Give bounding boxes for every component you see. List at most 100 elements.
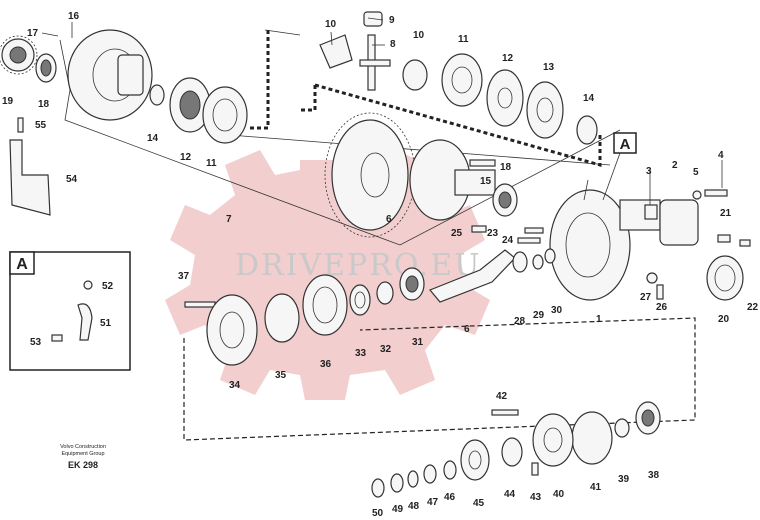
label-33: 33: [355, 348, 367, 359]
nipple-53: [51, 334, 63, 342]
label-8: 8: [390, 39, 396, 50]
bevel-gear-10-right: [402, 59, 428, 91]
ring-30: [544, 248, 556, 264]
label-24: 24: [502, 235, 514, 246]
hub-flange: [67, 29, 153, 121]
label-12-top: 12: [502, 53, 514, 64]
label-20: 20: [718, 314, 730, 325]
bolt-42: [491, 409, 519, 416]
bevel-gear-10-top: [319, 34, 353, 69]
label-10-right: 10: [413, 30, 425, 41]
label-44: 44: [504, 489, 516, 500]
bearing-31: [399, 267, 425, 301]
o-ring-35: [264, 293, 300, 343]
flange-40: [532, 413, 574, 467]
label-14-right: 14: [583, 93, 595, 104]
label-54: 54: [66, 174, 78, 185]
cover-34: [206, 294, 258, 366]
clutch-disc-12-top: [486, 69, 524, 127]
bracket-21: [717, 234, 731, 243]
label-37: 37: [178, 271, 190, 282]
label-45: 45: [473, 498, 485, 509]
ring-gear-20: [706, 255, 744, 301]
cap-52: [83, 280, 93, 290]
bearing-44: [501, 437, 523, 467]
callout-a: A: [602, 132, 637, 201]
fitting-25: [471, 225, 487, 233]
bearing-38: [635, 401, 661, 435]
leader-lines: [41, 17, 723, 205]
label-10-top: 10: [325, 19, 337, 30]
label-27: 27: [640, 292, 652, 303]
label-11-left: 11: [206, 158, 217, 169]
label-13: 13: [543, 62, 555, 73]
label-26: 26: [656, 302, 668, 313]
label-9: 9: [389, 15, 395, 26]
label-32: 32: [380, 344, 392, 355]
washer-5: [692, 190, 702, 200]
label-29: 29: [533, 310, 545, 321]
bearing-32: [376, 281, 394, 305]
label-23: 23: [487, 228, 499, 239]
dashed-frame-lower: [183, 317, 696, 441]
ring-39: [614, 418, 630, 438]
elbow-fitting-51: [77, 303, 93, 341]
yoke-2: [659, 199, 699, 246]
bearing-18-left: [35, 53, 57, 83]
label-18-right: 18: [500, 162, 512, 173]
label-49: 49: [392, 504, 404, 515]
label-38: 38: [648, 470, 660, 481]
dashed-link-upper: [250, 30, 270, 130]
bolt-43: [531, 462, 539, 476]
bearing-47: [423, 464, 437, 484]
bushing-3: [644, 204, 658, 220]
bracket-54: [9, 139, 51, 216]
label-52: 52: [102, 281, 114, 292]
shim-36: [302, 274, 348, 336]
diagram-code: EK 298: [67, 460, 99, 470]
bolt-15: [469, 159, 496, 167]
publisher-credit: Volvo Construction Equipment Group EK 29…: [38, 444, 128, 470]
bolt-37: [184, 301, 216, 308]
cross-pin-8: [359, 34, 391, 91]
clutch-pack-12: [169, 77, 211, 133]
bearing-28: [512, 251, 528, 273]
label-14-left: 14: [147, 133, 159, 144]
label-6-pinion: 6: [464, 324, 470, 335]
washer-48: [407, 470, 419, 488]
credit-line-1: Volvo Construction: [60, 444, 106, 450]
clutch-disc-13: [526, 81, 564, 139]
label-35: 35: [275, 370, 287, 381]
bearing-18-right: [492, 183, 518, 217]
label-7: 7: [226, 214, 232, 225]
callout-a-label: A: [620, 136, 631, 153]
detail-a-label: A: [16, 256, 28, 273]
axle-housing-1: [549, 189, 661, 301]
label-34: 34: [229, 380, 241, 391]
ring-46: [443, 460, 457, 480]
dashed-link-right: [314, 83, 602, 167]
label-3: 3: [646, 166, 652, 177]
label-2: 2: [672, 160, 678, 171]
label-55: 55: [35, 120, 47, 131]
label-19: 19: [2, 96, 14, 107]
label-11-top: 11: [458, 34, 469, 45]
label-48: 48: [408, 501, 420, 512]
label-22: 22: [747, 302, 759, 313]
label-6-crown: 6: [386, 214, 392, 225]
differential-case: [409, 139, 496, 221]
dashed-link-mid: [300, 85, 317, 112]
label-25: 25: [451, 228, 463, 239]
part-number-labels: 1 2 3 4 5 6 6 7 8 9 10 10 11 11 12 12 13…: [2, 11, 759, 519]
label-21: 21: [720, 208, 732, 219]
label-50: 50: [372, 508, 384, 519]
bolt-22: [739, 239, 751, 247]
label-30: 30: [551, 305, 563, 316]
label-53: 53: [30, 337, 42, 348]
bearing-33: [349, 284, 371, 316]
pin-23: [524, 227, 544, 234]
label-1: 1: [596, 314, 602, 325]
label-16: 16: [68, 11, 80, 22]
label-40: 40: [553, 489, 565, 500]
